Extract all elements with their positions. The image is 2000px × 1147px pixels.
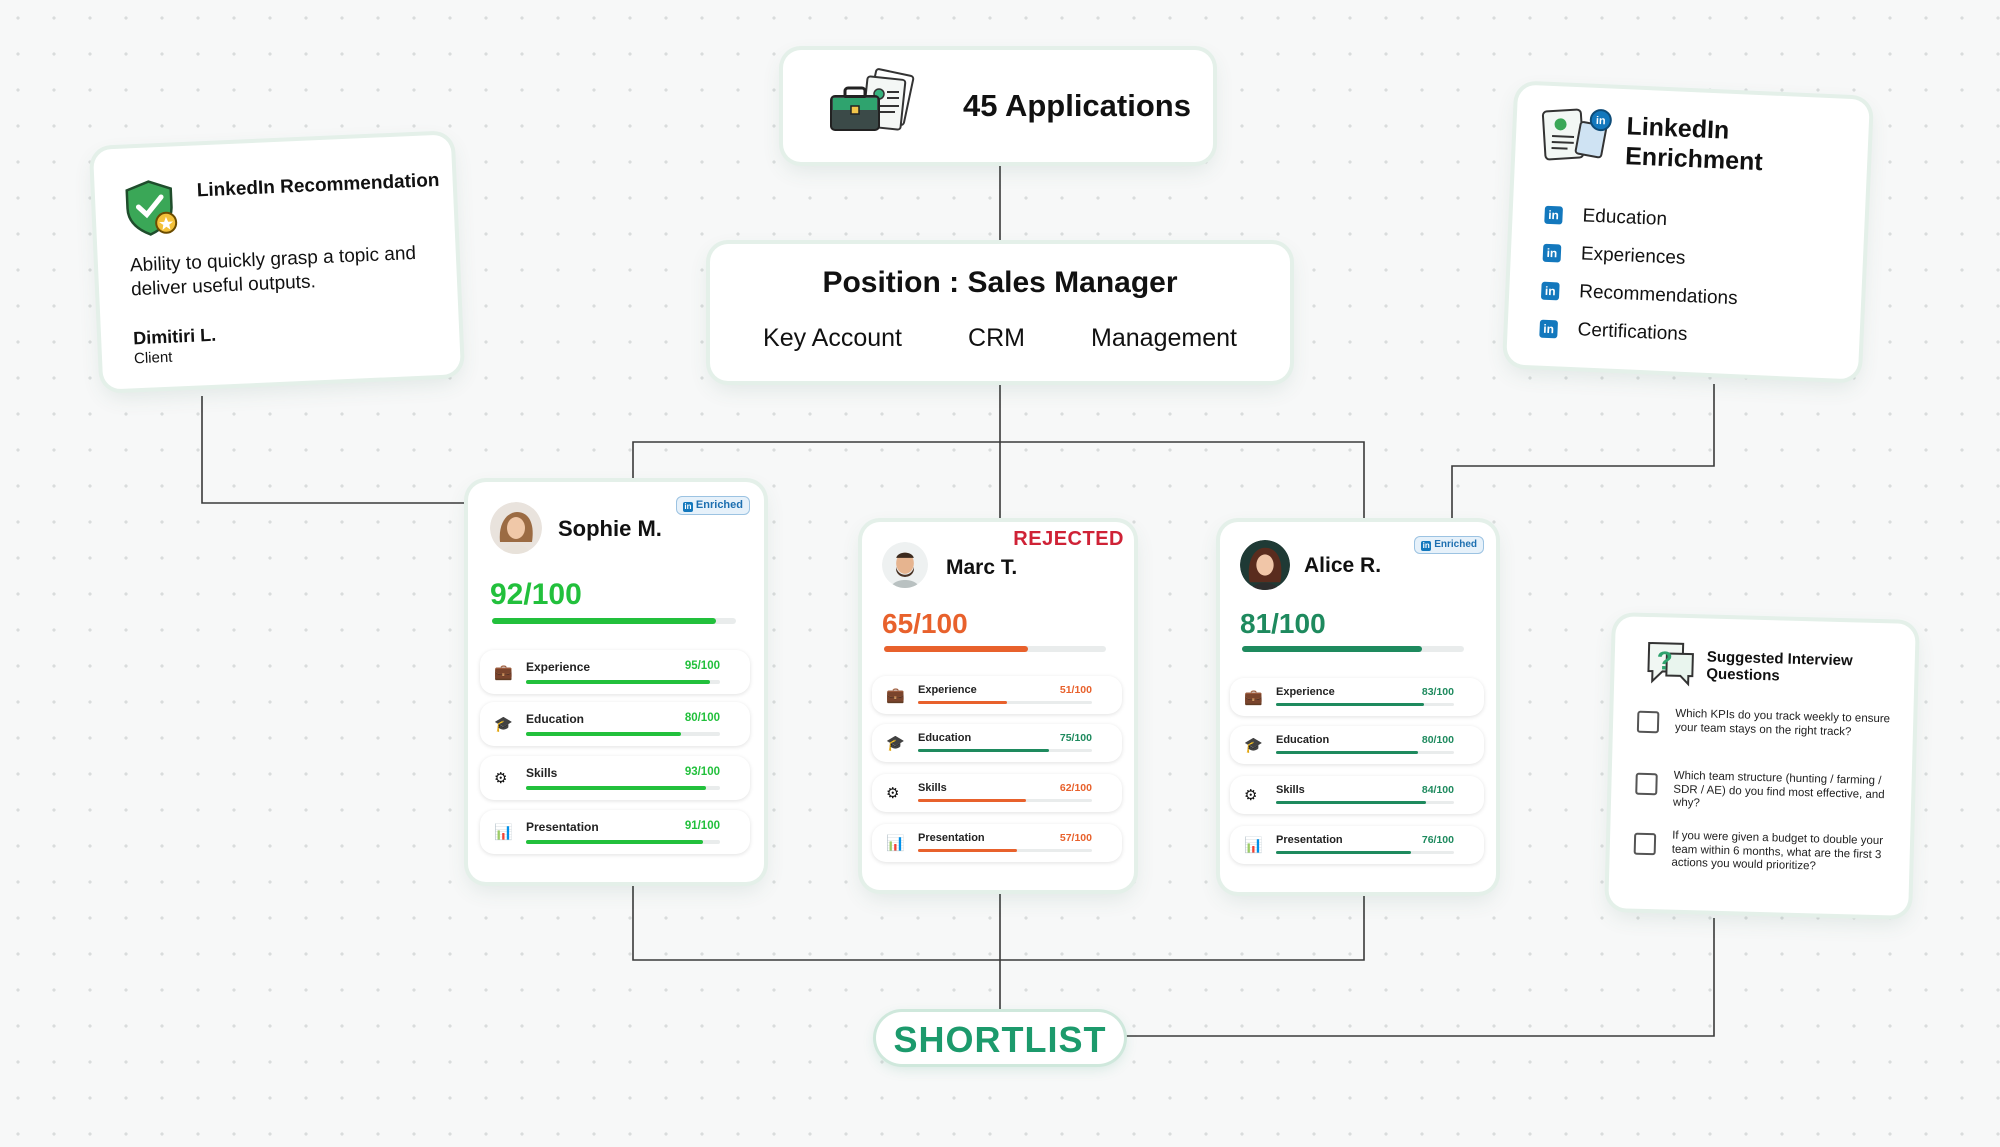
gears-icon: ⚙: [886, 785, 900, 802]
graduation-cap-icon: 🎓: [886, 735, 905, 752]
score-bar: [1242, 646, 1464, 652]
questions-title: Suggested Interview Questions: [1706, 648, 1853, 685]
position-tags: Key Account CRM Management: [710, 324, 1290, 353]
candidate-score: 65/100: [882, 608, 968, 639]
svg-text:?: ?: [1656, 645, 1673, 675]
linkedin-icon: in: [1544, 205, 1563, 225]
score-bar: [884, 646, 1106, 652]
position-title: Position : Sales Manager: [822, 266, 1178, 299]
linkedin-profile-icon: in: [1538, 103, 1617, 175]
shortlist-label: SHORTLIST: [893, 1019, 1107, 1060]
question-item[interactable]: Which team structure (hunting / farming …: [1635, 769, 1896, 816]
candidate-name: Alice R.: [1304, 554, 1382, 577]
question-checkbox[interactable]: [1633, 832, 1657, 856]
svg-text:in: in: [1596, 115, 1607, 127]
shield-check-icon: [122, 176, 183, 243]
rejected-status: REJECTED: [1013, 528, 1124, 550]
question-item[interactable]: If you were given a budget to double you…: [1633, 829, 1894, 876]
presentation-icon: 📊: [886, 835, 905, 852]
shortlist-pill[interactable]: SHORTLIST: [876, 1012, 1124, 1064]
presentation-icon: 📊: [1244, 837, 1263, 854]
tag-management: Management: [1091, 324, 1237, 352]
graduation-cap-icon: 🎓: [494, 716, 513, 733]
linkedin-icon: in: [1542, 243, 1562, 263]
question-checkbox[interactable]: [1635, 772, 1658, 796]
linkedin-icon: in: [682, 502, 693, 512]
score-bar: [492, 618, 736, 624]
briefcase-icon: 💼: [886, 687, 905, 704]
candidate-name: Marc T.: [946, 556, 1018, 579]
applications-count: 45 Applications: [963, 88, 1191, 123]
graduation-cap-icon: 🎓: [1244, 737, 1263, 754]
linkedin-icon: in: [1539, 319, 1559, 339]
recommendation-quote: Ability to quickly grasp a topic and del…: [129, 242, 417, 301]
interview-questions-card: ? Suggested Interview Questions Which KP…: [1608, 616, 1916, 916]
linkedin-icon: in: [1421, 541, 1432, 551]
tag-crm: CRM: [968, 324, 1025, 352]
recommendation-author: Dimitiri L.: [132, 324, 217, 349]
question-item[interactable]: Which KPIs do you track weekly to ensure…: [1636, 707, 1898, 741]
gears-icon: ⚙: [1244, 787, 1258, 804]
recommendation-title: LinkedIn Recommendation: [196, 169, 440, 202]
enrichment-title: LinkedIn Enrichment: [1624, 112, 1764, 177]
linkedin-icon: in: [1540, 281, 1560, 301]
linkedin-recommendation-card: LinkedIn Recommendation Ability to quick…: [92, 134, 462, 390]
candidate-score: 81/100: [1240, 608, 1326, 639]
question-bubble-icon: ?: [1642, 637, 1698, 697]
gears-icon: ⚙: [494, 770, 508, 787]
briefcase-documents-icon: [825, 68, 925, 153]
briefcase-icon: 💼: [494, 664, 513, 681]
avatar: [490, 502, 542, 554]
recommendation-role: Client: [133, 348, 173, 368]
avatar: [882, 542, 928, 588]
candidate-name: Sophie M.: [558, 516, 662, 541]
question-checkbox[interactable]: [1636, 710, 1660, 734]
tag-key-account: Key Account: [763, 324, 902, 352]
candidate-score: 92/100: [490, 578, 582, 611]
avatar: [1240, 540, 1290, 590]
applications-card: 45 Applications: [783, 50, 1213, 162]
position-card: Position : Sales Manager Key Account CRM…: [710, 244, 1290, 381]
presentation-icon: 📊: [494, 824, 513, 841]
briefcase-icon: 💼: [1244, 689, 1263, 706]
